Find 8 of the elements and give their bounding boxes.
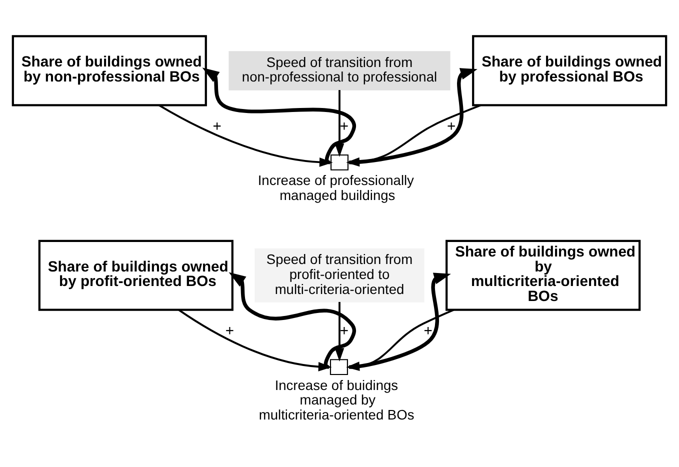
node-label: Increase of buidings managed by multicriteria-oriented BOs [258,377,414,422]
edge-label: + [212,118,222,134]
edge-label: + [447,118,456,134]
edge-label: + [424,322,432,339]
edge-label: + [340,118,349,134]
node-label: Increase of professionally managed buildings [258,172,414,202]
edge-label: + [340,322,349,339]
edge-label: + [225,322,234,339]
